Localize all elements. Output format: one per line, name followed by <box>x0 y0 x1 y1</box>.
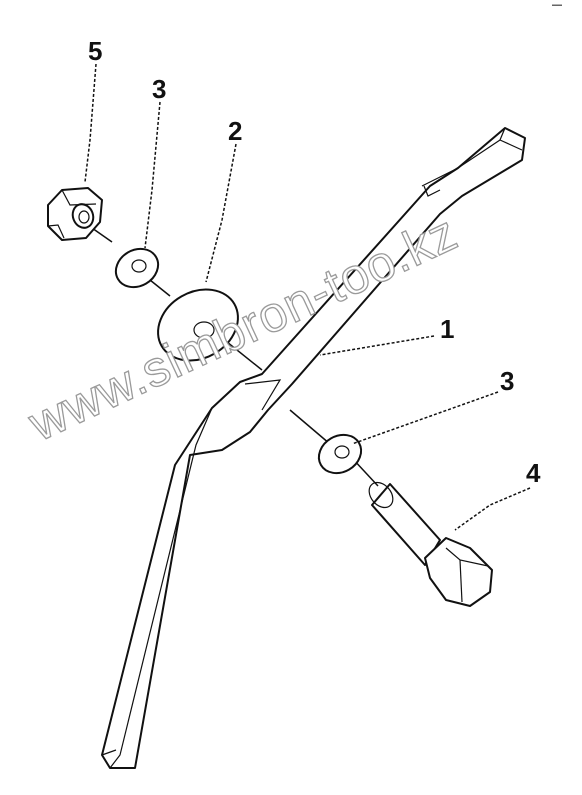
leader-lines <box>84 63 531 531</box>
lever-part-1 <box>101 127 526 769</box>
callout-4: 4 <box>526 458 541 488</box>
callout-3-lower: 3 <box>500 366 515 396</box>
callout-1: 1 <box>440 314 455 344</box>
washer-part-3-lower <box>317 433 363 475</box>
corner-mark: ▬▬ <box>552 2 562 8</box>
bolt-part-4 <box>368 481 493 607</box>
nut-part-5 <box>47 187 103 241</box>
washer-part-3-upper <box>114 247 160 289</box>
callout-5: 5 <box>88 36 103 66</box>
callout-3-upper: 3 <box>152 74 167 104</box>
washer-part-2 <box>157 288 239 362</box>
callout-2: 2 <box>228 116 243 146</box>
